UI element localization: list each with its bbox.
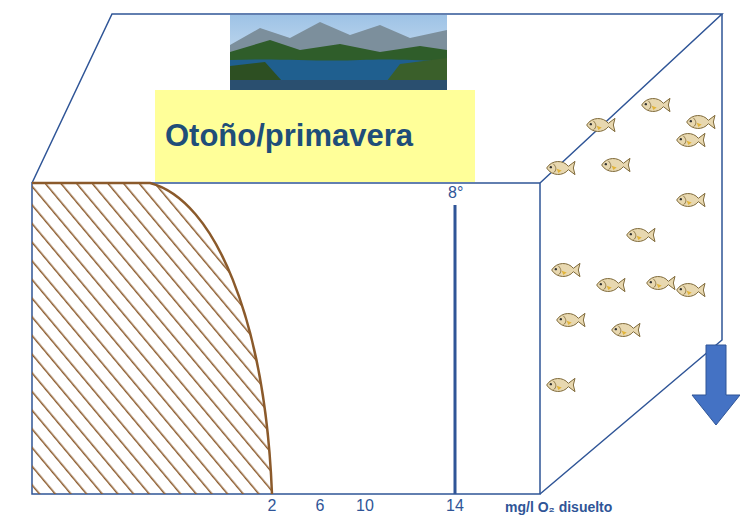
box-outline <box>32 14 722 494</box>
fish-icon <box>677 193 705 206</box>
fish-icon <box>552 263 580 276</box>
fish-icon <box>612 323 640 336</box>
fish-icon <box>687 115 715 128</box>
oxygen-profile <box>32 183 282 495</box>
fish-group <box>547 98 715 391</box>
fish-icon <box>547 378 575 391</box>
fish-icon <box>677 133 705 146</box>
axis-tick: 10 <box>354 497 376 515</box>
lake-photo <box>230 15 447 90</box>
axis-tick: 14 <box>444 497 466 515</box>
title-text: Otoño/primavera <box>165 118 465 154</box>
axis-tick: 2 <box>266 497 279 515</box>
temperature-label: 8° <box>446 184 465 202</box>
down-arrow <box>692 345 740 425</box>
fish-icon <box>677 283 705 296</box>
temperature-line <box>454 205 457 494</box>
fish-icon <box>557 313 585 326</box>
fish-icon <box>647 276 675 289</box>
fish-icon <box>587 118 615 131</box>
fish-icon <box>602 158 630 171</box>
fish-icon <box>627 228 655 241</box>
fish-icon <box>547 161 575 174</box>
title-box: Otoño/primavera <box>155 90 475 182</box>
fish-icon <box>642 98 670 111</box>
axis-tick: 6 <box>314 497 327 515</box>
fish-icon <box>597 278 625 291</box>
axis-unit: mg/l O₂ disuelto <box>503 499 614 515</box>
